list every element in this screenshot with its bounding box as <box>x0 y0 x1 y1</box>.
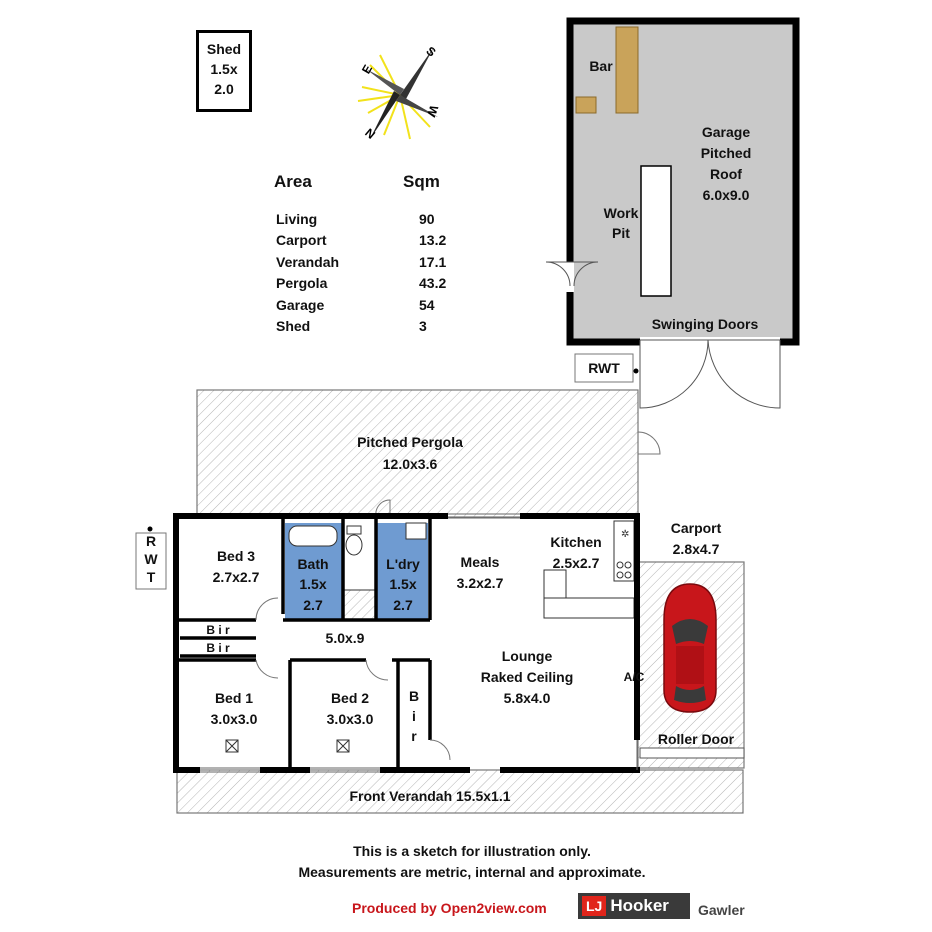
bir-3-b: B <box>408 688 420 704</box>
bar-counter-end <box>575 96 597 114</box>
area-header: Area <box>274 172 312 191</box>
laundry-dims-1: 1.5x <box>389 576 417 592</box>
kitchen-dims: 2.5x2.7 <box>552 555 600 571</box>
bed1-label: Bed 1 <box>214 690 254 706</box>
brand-logo: LJ Hooker <box>578 893 690 919</box>
area-row-sqm: 90 <box>419 211 435 227</box>
svg-text:✲: ✲ <box>621 529 629 540</box>
laundry-dims-2: 2.7 <box>393 597 413 613</box>
bed3-label: Bed 3 <box>216 548 256 564</box>
brand-logo-lj: LJ <box>582 896 607 916</box>
meals-dims: 3.2x2.7 <box>456 575 504 591</box>
area-row-sqm: 17.1 <box>419 254 447 270</box>
area-row-name: Carport <box>276 232 327 248</box>
garage-floor <box>566 17 800 346</box>
bed2-dims: 3.0x3.0 <box>326 711 374 727</box>
garage-title-1: Garage <box>701 124 751 140</box>
area-row-name: Living <box>276 211 318 227</box>
lounge-label: Lounge <box>501 648 553 664</box>
produced-by-link[interactable]: Produced by Open2view.com <box>352 900 547 916</box>
brand-logo-hooker: Hooker <box>610 896 669 915</box>
bed2-label: Bed 2 <box>330 690 370 706</box>
disclaimer-line-2: Measurements are metric, internal and ap… <box>298 864 646 880</box>
pergola-dims: 12.0x3.6 <box>382 456 438 472</box>
area-row-name: Pergola <box>276 275 328 291</box>
shed-dims-2: 2.0 <box>214 81 234 97</box>
meals-label: Meals <box>460 554 500 570</box>
roller-door-label: Roller Door <box>657 731 735 747</box>
bir-label-2: B i r <box>206 641 230 655</box>
verandah-floor <box>176 769 744 814</box>
bir-3-r: r <box>411 728 417 744</box>
rwt-side-w: W <box>144 551 158 567</box>
compass-icon: S E W N <box>357 44 441 142</box>
work-pit <box>640 165 672 297</box>
work-pit-label-1: Work <box>603 205 639 221</box>
area-row-sqm: 3 <box>419 318 427 334</box>
shed-box: Shed 1.5x 2.0 <box>196 30 252 112</box>
bath-dims-2: 2.7 <box>303 597 323 613</box>
bar-counter <box>615 26 639 114</box>
lounge-line2: Raked Ceiling <box>480 669 574 685</box>
hallway-dims: 5.0x.9 <box>325 630 365 646</box>
lounge-dims: 5.8x4.0 <box>503 690 551 706</box>
bath-dims-1: 1.5x <box>299 576 327 592</box>
pergola-title: Pitched Pergola <box>357 434 463 450</box>
laundry-label: L'dry <box>386 556 420 572</box>
office-name: Gawler <box>698 902 745 918</box>
shed-dims-1: 1.5x <box>210 61 238 77</box>
rwt-top-label: RWT <box>588 360 620 376</box>
pergola-floor <box>196 389 639 518</box>
ac-label: A/C <box>623 670 645 684</box>
car-icon <box>663 583 717 713</box>
garage-title-3: Roof <box>710 166 742 182</box>
bar-label: Bar <box>589 58 613 74</box>
garage-title-2: Pitched <box>700 145 752 161</box>
work-pit-label-2: Pit <box>612 225 630 241</box>
bed1-dims: 3.0x3.0 <box>210 711 258 727</box>
disclaimer-line-1: This is a sketch for illustration only. <box>353 843 591 859</box>
verandah-label: Front Verandah 15.5x1.1 <box>349 788 511 804</box>
rwt-side-box <box>135 532 167 590</box>
bed3-dims: 2.7x2.7 <box>212 569 260 585</box>
area-row-name: Shed <box>276 318 311 334</box>
swinging-doors-label: Swinging Doors <box>651 316 759 332</box>
bir-label-1: B i r <box>206 623 230 637</box>
area-row-name: Garage <box>276 297 325 313</box>
sqm-header: Sqm <box>403 172 440 191</box>
area-row-name: Verandah <box>276 254 340 270</box>
bir-3-i: i <box>412 708 416 724</box>
carport-dims: 2.8x4.7 <box>672 541 720 557</box>
shed-label: Shed <box>206 41 242 57</box>
kitchen-label: Kitchen <box>550 534 602 550</box>
bath-label: Bath <box>297 556 329 572</box>
rwt-side-t: T <box>146 569 156 585</box>
carport-label: Carport <box>670 520 722 536</box>
compass-w: W <box>424 103 441 119</box>
area-row-sqm: 13.2 <box>419 232 447 248</box>
garage-dims: 6.0x9.0 <box>702 187 750 203</box>
rwt-top-box <box>574 353 634 383</box>
rwt-side-r: R <box>145 533 157 549</box>
area-row-sqm: 54 <box>419 297 435 313</box>
area-row-sqm: 43.2 <box>419 275 447 291</box>
